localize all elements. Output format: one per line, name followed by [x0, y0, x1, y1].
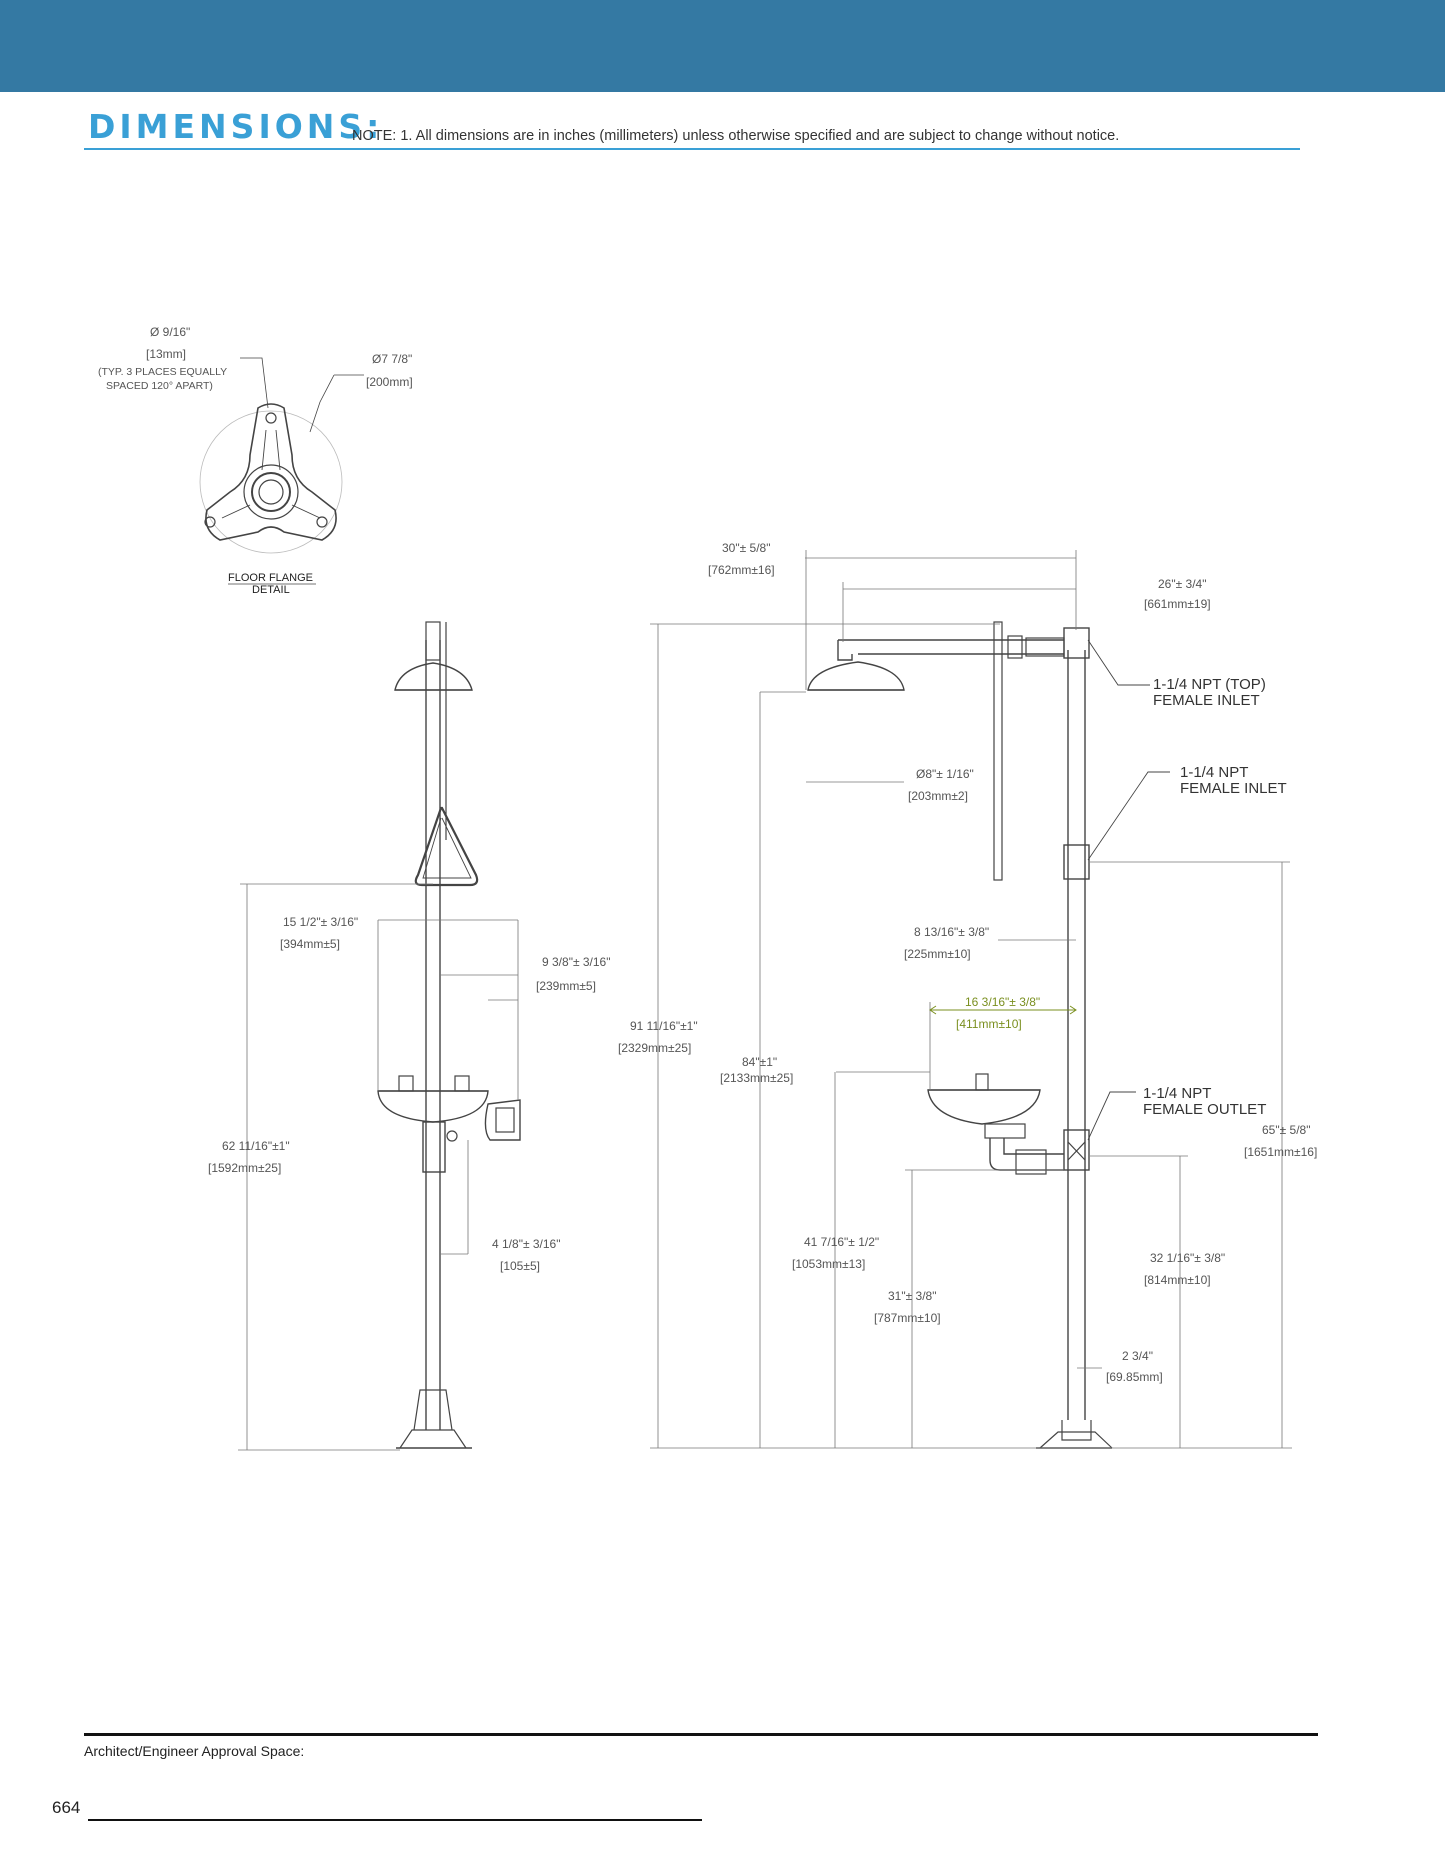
flange-hole-mm: [13mm]: [146, 347, 186, 361]
dim-valve-offset: 4 1/8"± 3/16": [492, 1237, 560, 1251]
dim-valve-height: 31"± 3/8": [888, 1289, 936, 1303]
flange-hole-note-2: SPACED 120° APART): [106, 380, 213, 392]
floor-flange-detail: [199, 357, 364, 585]
dimensions-note: NOTE: 1. All dimensions are in inches (m…: [352, 128, 1120, 144]
dim-pipe-dia-mm: [69.85mm]: [1106, 1370, 1163, 1384]
approval-divider: [84, 1733, 1318, 1736]
side-inlet-label-1: 1-1/4 NPT: [1180, 764, 1248, 781]
side-view: [650, 550, 1292, 1449]
dim-front-bowl-height-mm: [1592mm±25]: [208, 1161, 281, 1175]
section-heading: DIMENSIONS: NOTE: 1. All dimensions are …: [84, 104, 1300, 150]
signature-line: [88, 1819, 702, 1821]
section-title: DIMENSIONS:: [88, 107, 384, 146]
dim-shower-reach-mm: [762mm±16]: [708, 563, 775, 577]
top-inlet-label-1: 1-1/4 NPT (TOP): [1153, 676, 1266, 693]
dim-side-inlet-height: 65"± 5/8": [1262, 1123, 1310, 1137]
bowl-reach-dimension: [929, 1005, 1077, 1015]
flange-caption-1: FLOOR FLANGE: [228, 572, 313, 584]
dim-pipe-dia: 2 3/4": [1122, 1349, 1153, 1363]
side-inlet-label-2: FEMALE INLET: [1180, 780, 1287, 797]
dim-rod-offset-mm: [225mm±10]: [904, 947, 971, 961]
dim-side-bowl-height-mm: [1053mm±13]: [792, 1257, 865, 1271]
dim-front-bowl-height: 62 11/16"±1": [222, 1139, 290, 1153]
page-number: 664: [52, 1798, 81, 1817]
dim-head-dia-mm: [203mm±2]: [908, 789, 968, 803]
dim-overall-height: 91 11/16"±1": [630, 1019, 698, 1033]
dim-arm-length-mm: [661mm±19]: [1144, 597, 1211, 611]
flange-hole-dia: Ø 9/16": [150, 325, 190, 339]
dim-pipe-to-bowl: 9 3/8"± 3/16": [542, 955, 610, 969]
front-view: [238, 621, 521, 1451]
dim-rod-offset: 8 13/16"± 3/8": [914, 925, 989, 939]
flange-hole-note-1: (TYP. 3 PLACES EQUALLY: [98, 366, 227, 378]
dim-valve-height-mm: [787mm±10]: [874, 1311, 941, 1325]
dim-shower-height-mm: [2133mm±25]: [720, 1071, 793, 1085]
top-inlet-label-2: FEMALE INLET: [1153, 692, 1260, 709]
dim-overall-height-mm: [2329mm±25]: [618, 1041, 691, 1055]
dim-shower-height: 84"±1": [742, 1055, 777, 1069]
dim-side-inlet-height-mm: [1651mm±16]: [1244, 1145, 1317, 1159]
dim-head-dia: Ø8"± 1/16": [916, 767, 974, 781]
dim-bowl-reach-mm: [411mm±10]: [956, 1017, 1022, 1031]
dim-outlet-height: 32 1/16"± 3/8": [1150, 1251, 1225, 1265]
dim-arm-length: 26"± 3/4": [1158, 577, 1206, 591]
flange-outer-dia: Ø7 7/8": [372, 352, 412, 366]
dim-bowl-to-handle-mm: [394mm±5]: [280, 937, 340, 951]
approval-label: Architect/Engineer Approval Space:: [84, 1743, 305, 1759]
dim-bowl-to-handle: 15 1/2"± 3/16": [283, 915, 358, 929]
dim-shower-reach: 30"± 5/8": [722, 541, 770, 555]
dim-outlet-height-mm: [814mm±10]: [1144, 1273, 1211, 1287]
dim-pipe-to-bowl-mm: [239mm±5]: [536, 979, 596, 993]
dim-valve-offset-mm: [105±5]: [500, 1259, 540, 1273]
outlet-label-1: 1-1/4 NPT: [1143, 1085, 1211, 1102]
dim-side-bowl-height: 41 7/16"± 1/2": [804, 1235, 879, 1249]
header-bar: [0, 0, 1445, 92]
flange-outer-mm: [200mm]: [366, 375, 413, 389]
dim-bowl-reach: 16 3/16"± 3/8": [965, 995, 1040, 1009]
flange-caption-2: DETAIL: [252, 584, 290, 596]
outlet-label-2: FEMALE OUTLET: [1143, 1101, 1266, 1118]
